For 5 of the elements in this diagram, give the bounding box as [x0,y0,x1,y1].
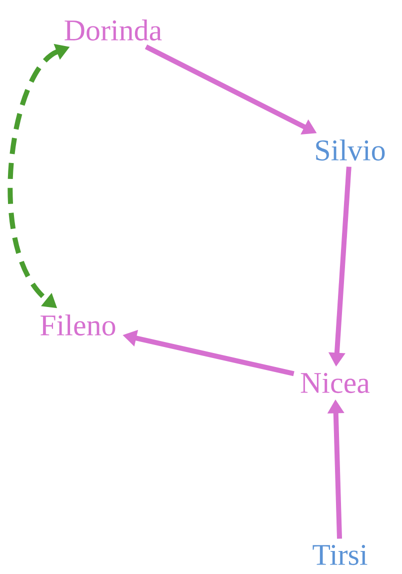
name-label: Tirsi [312,544,368,566]
name-label: Dorinda [64,19,162,41]
name-label: Fileno [40,314,116,336]
name-label: Silvio [316,139,385,161]
name-label: Nicea [300,372,370,394]
